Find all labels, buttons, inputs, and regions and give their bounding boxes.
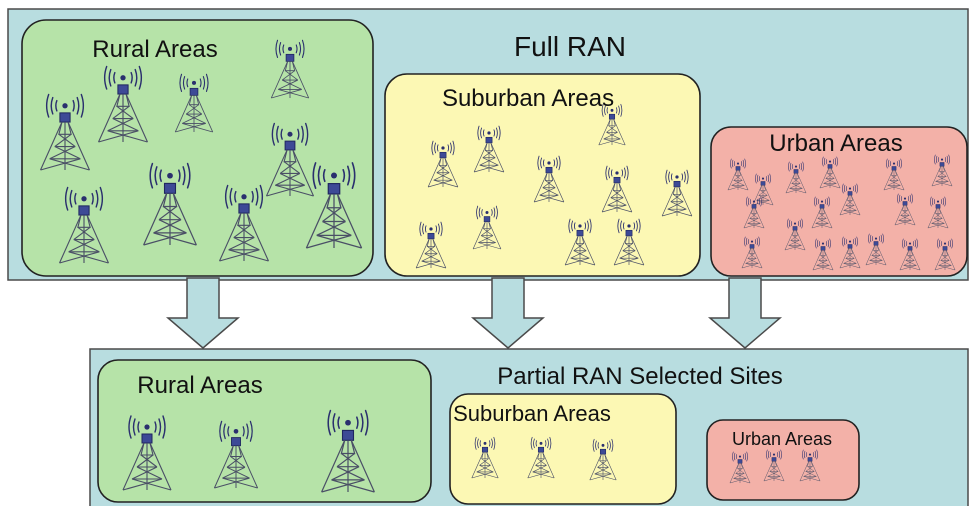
down-arrow-urban — [707, 277, 783, 349]
partial-ran-title: Partial RAN Selected Sites — [497, 363, 782, 390]
partial-rural-label: Rural Areas — [137, 372, 262, 399]
partial-suburban-area — [449, 393, 677, 505]
full-rural-label: Rural Areas — [92, 36, 217, 63]
down-arrows — [165, 277, 783, 349]
full-suburban-area — [384, 73, 701, 277]
full-suburban-label: Suburban Areas — [442, 85, 614, 112]
partial-urban-label: Urban Areas — [732, 429, 832, 449]
partial-urban-area — [706, 419, 860, 501]
full-urban-label: Urban Areas — [769, 130, 902, 157]
partial-suburban-label: Suburban Areas — [453, 401, 611, 426]
down-arrow-rural — [165, 277, 241, 349]
down-arrow-suburban — [470, 277, 546, 349]
full-urban-area — [710, 126, 968, 277]
full-ran-title: Full RAN — [514, 31, 626, 62]
